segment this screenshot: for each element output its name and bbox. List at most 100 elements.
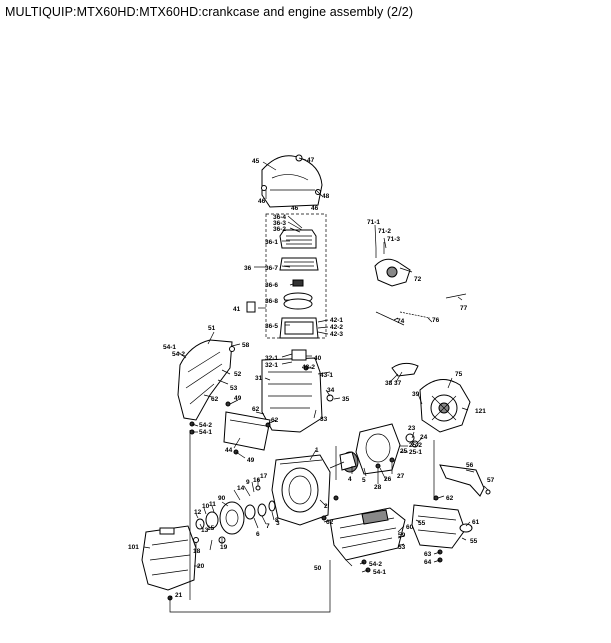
lower-cover-part [223, 411, 271, 451]
callout-63: 63 [424, 551, 432, 558]
callout-36-7: 36-7 [265, 265, 278, 272]
callout-42-1: 42-1 [330, 317, 343, 324]
callout-48: 48 [322, 193, 330, 200]
callout-26: 26 [384, 476, 392, 483]
callout-72: 72 [414, 276, 422, 283]
callout-61: 61 [472, 519, 480, 526]
callout-40: 40 [314, 355, 322, 362]
callout-36-6: 36-6 [265, 282, 278, 289]
muffler-part [329, 507, 406, 561]
callout-13: 13 [201, 527, 209, 534]
callout-35: 35 [342, 396, 350, 403]
callout-76: 76 [432, 317, 440, 324]
callout-71-1: 71-1 [367, 219, 380, 226]
callout-31: 31 [255, 375, 263, 382]
flywheel-fan-part [391, 362, 471, 433]
callout-121: 121 [475, 408, 486, 415]
callout-23: 23 [408, 425, 416, 432]
clutch-housing-part [355, 423, 419, 475]
callout-54-1-mid: 54-1 [199, 429, 212, 436]
callout-55-upper: 55 [418, 520, 426, 527]
callout-36-3: 36-3 [273, 220, 286, 227]
callout-49-upper: 49 [234, 395, 242, 402]
callout-2: 2 [324, 503, 328, 510]
callout-38-left: 38 [385, 380, 393, 387]
callout-14: 14 [237, 485, 245, 492]
callout-75: 75 [455, 371, 463, 378]
callout-43-1: 43-1 [320, 372, 333, 379]
callout-74: 74 [397, 318, 405, 325]
leader-lines [143, 157, 489, 599]
callout-36-2: 36-2 [273, 226, 286, 233]
air-cleaner-group-box [265, 213, 327, 339]
callout-62-lower: 62 [271, 417, 279, 424]
callout-90: 90 [218, 495, 226, 502]
callout-58: 58 [242, 342, 250, 349]
callout-9: 9 [246, 479, 250, 486]
callout-27: 27 [397, 473, 405, 480]
callout-54-1-lower: 54-1 [373, 569, 386, 576]
callout-4: 4 [348, 476, 352, 483]
callout-60: 60 [406, 524, 414, 531]
callout-62-bracket: 62 [446, 495, 454, 502]
callout-101: 101 [128, 544, 139, 551]
callout-32-1-b: 32-1 [265, 362, 278, 369]
callout-51: 51 [208, 325, 216, 332]
callout-25-1: 25-1 [409, 449, 422, 456]
callout-62-upper: 62 [252, 406, 260, 413]
left-guard-part [177, 339, 235, 421]
callout-6: 6 [256, 531, 260, 538]
callout-32-1-a: 32-1 [265, 355, 278, 362]
callout-43-2: 43-2 [302, 364, 315, 371]
reference-lines [169, 430, 435, 613]
bracket-part [439, 464, 491, 497]
starter-handle-part [374, 242, 411, 287]
callout-36-1: 36-1 [265, 239, 278, 246]
callout-50: 50 [314, 565, 322, 572]
callout-53-lower: 53 [398, 544, 406, 551]
callout-56: 56 [466, 462, 474, 469]
starter-pulley-parts [193, 485, 276, 544]
callout-18: 18 [193, 548, 201, 555]
callout-12: 12 [194, 509, 202, 516]
cylinder-shroud-part [261, 349, 334, 433]
air-cleaner-parts [246, 229, 319, 339]
callout-54-2-mid: 54-2 [199, 422, 212, 429]
callout-labels: 45 47 46 48 46 46 36-4 36-3 36-2 36-1 36… [128, 157, 495, 599]
callout-44: 44 [225, 447, 233, 454]
callout-53: 53 [230, 385, 238, 392]
callout-34: 34 [327, 387, 335, 394]
callout-54-2-lower: 54-2 [369, 561, 382, 568]
callout-46-center: 46 [291, 205, 299, 212]
callout-46-left: 46 [258, 198, 266, 205]
callout-46-right: 46 [311, 205, 319, 212]
callout-3: 3 [276, 520, 280, 527]
callout-42-3: 42-3 [330, 331, 343, 338]
callout-47: 47 [307, 157, 315, 164]
callout-11: 11 [209, 501, 216, 508]
callout-16: 16 [253, 477, 261, 484]
callout-57: 57 [487, 477, 495, 484]
callout-5: 5 [362, 477, 366, 484]
crankshaft-part [329, 451, 359, 473]
callout-52: 52 [234, 371, 242, 378]
callout-25: 25 [400, 448, 408, 455]
callout-7: 7 [266, 523, 270, 530]
callout-45: 45 [252, 158, 260, 165]
callout-54-1-top: 54-1 [163, 344, 176, 351]
callout-8: 8 [275, 517, 279, 524]
callout-42-2: 42-2 [330, 324, 343, 331]
callout-71-3: 71-3 [387, 236, 400, 243]
callout-1: 1 [315, 447, 319, 454]
callout-28: 28 [374, 484, 382, 491]
callout-17: 17 [260, 473, 268, 480]
crankcase-part [271, 454, 331, 526]
callout-20: 20 [197, 563, 205, 570]
callout-36-8: 36-8 [265, 298, 278, 305]
muffler-guard-part [411, 504, 473, 549]
callout-39: 39 [412, 391, 420, 398]
callout-15: 15 [207, 525, 215, 532]
callout-33: 33 [320, 416, 328, 423]
callout-62-crankcase: 62 [326, 519, 334, 526]
